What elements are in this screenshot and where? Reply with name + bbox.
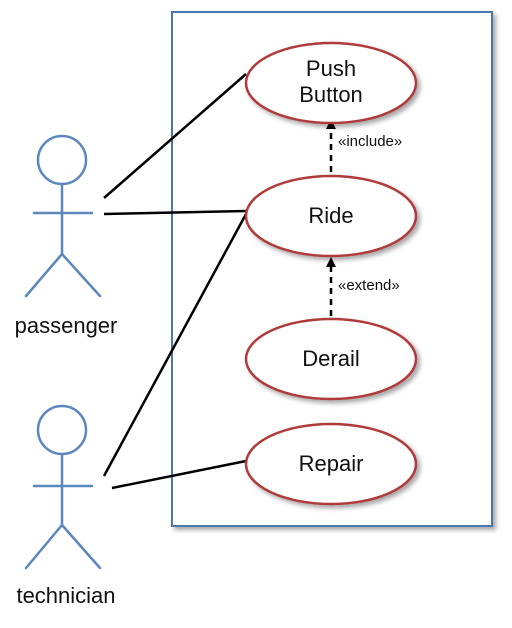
association-technician-repair [111, 459, 247, 490]
actor-passenger-left-leg [24, 252, 64, 298]
use-case-derail-label: Derail [302, 346, 359, 371]
association-technician-ride [102, 213, 248, 477]
actor-passenger-label: passenger [15, 313, 118, 338]
use-case-repair[interactable]: Repair [244, 422, 418, 506]
actor-technician-label: technician [16, 583, 115, 608]
use-case-push-button[interactable]: Push Button [244, 41, 418, 125]
actor-passenger-right-leg [60, 252, 102, 298]
extend-label: «extend» [338, 277, 400, 294]
use-case-push-button-label-line2: Button [299, 82, 363, 107]
actor-passenger-head-icon [36, 134, 88, 186]
extend-relationship: «extend» [326, 257, 400, 316]
association-passenger-push-button [103, 73, 247, 199]
actor-passenger[interactable] [24, 134, 102, 298]
association-passenger-ride [103, 209, 247, 216]
actor-technician[interactable] [24, 404, 102, 570]
actor-technician-head-icon [36, 404, 88, 456]
use-case-ride-label: Ride [308, 203, 353, 228]
actor-technician-left-leg [24, 523, 64, 570]
include-relationship: «include» [326, 119, 402, 172]
use-case-ride[interactable]: Ride [244, 174, 418, 258]
use-case-push-button-label-line1: Push [306, 56, 356, 81]
include-label: «include» [338, 133, 402, 150]
use-case-repair-label: Repair [299, 451, 364, 476]
actor-technician-right-leg [60, 523, 102, 570]
use-case-derail[interactable]: Derail [244, 317, 418, 401]
